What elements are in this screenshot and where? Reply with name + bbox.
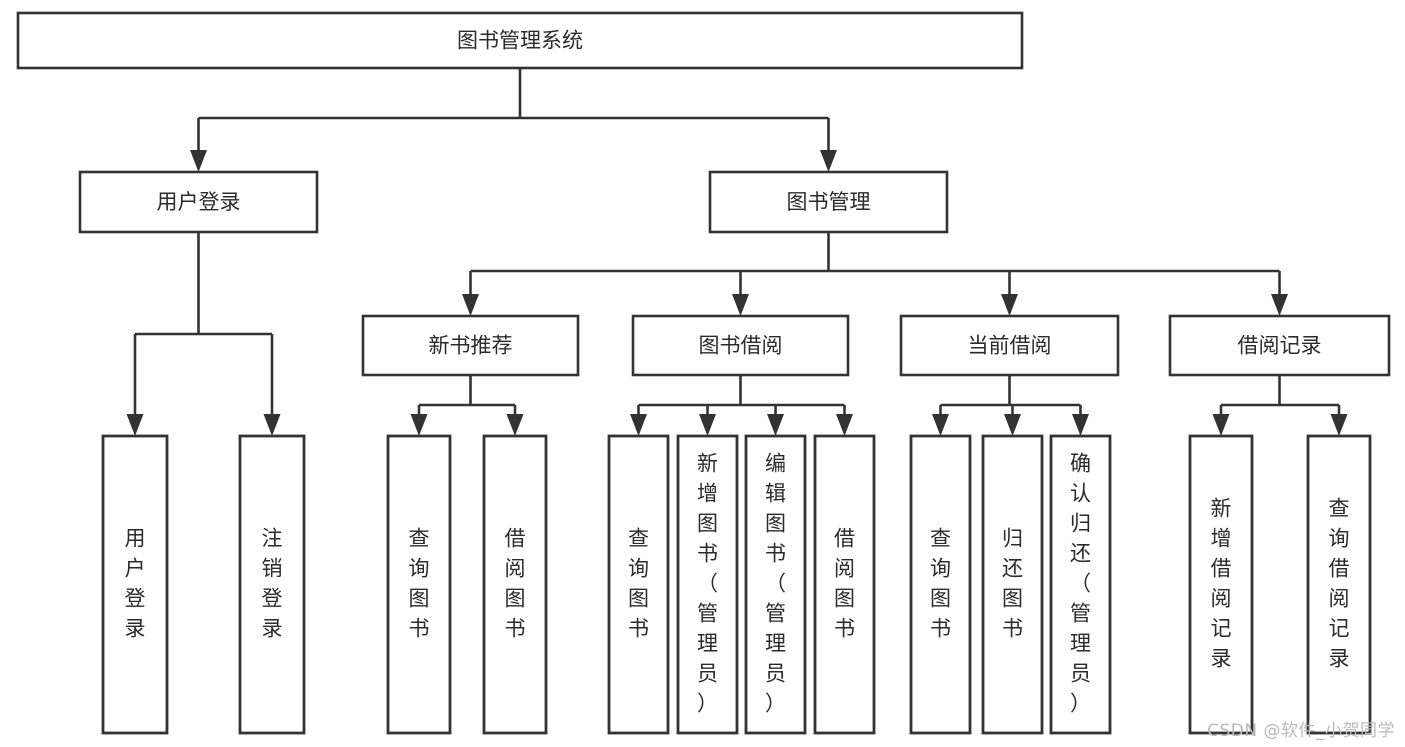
node-label-leaf-confirm-return: 确认归还（管理员）: [1070, 452, 1091, 716]
node-box-leaf-add-book: [676, 434, 739, 735]
node-label-leaf-query-book-2: 查询图书: [628, 527, 649, 641]
node-box-leaf-query-book-1: [386, 434, 452, 735]
node-box-leaf-edit-book: [744, 434, 807, 735]
node-box-book-manage: [708, 170, 949, 234]
node-label-leaf-logout: 注销登录: [262, 527, 283, 641]
node-book-manage[interactable]: 图书管理: [708, 170, 949, 234]
node-box-leaf-query-book-3: [909, 434, 972, 735]
node-leaf-confirm-return[interactable]: 确认归还（管理员）: [1049, 434, 1112, 735]
node-borrow-record[interactable]: 借阅记录: [1168, 314, 1391, 377]
node-label-leaf-add-record: 新增借阅记录: [1211, 497, 1232, 671]
node-box-leaf-borrow-book-2: [813, 434, 876, 735]
node-label-leaf-borrow-book-2: 借阅图书: [834, 527, 855, 641]
node-new-book-rec[interactable]: 新书推荐: [361, 314, 580, 377]
node-box-leaf-confirm-return: [1049, 434, 1112, 735]
node-label-leaf-add-book: 新增图书（管理员）: [697, 452, 718, 716]
node-label-leaf-edit-book: 编辑图书（管理员）: [765, 452, 786, 716]
node-label-leaf-query-book-3: 查询图书: [930, 527, 951, 641]
nodes-layer: 图书管理系统用户登录图书管理新书推荐图书借阅当前借阅借阅记录用户登录注销登录查询…: [16, 11, 1391, 735]
node-label-current-borrow: 当前借阅: [968, 334, 1052, 358]
watermark-text: CSDN @软件_小贺同学: [1207, 721, 1395, 741]
node-leaf-query-book-1[interactable]: 查询图书: [386, 434, 452, 735]
node-label-leaf-borrow-book-1: 借阅图书: [505, 527, 526, 641]
node-current-borrow[interactable]: 当前借阅: [899, 314, 1120, 377]
node-box-book-borrow: [631, 314, 850, 377]
node-label-borrow-record: 借阅记录: [1238, 334, 1322, 358]
node-box-leaf-query-record: [1306, 434, 1372, 735]
node-leaf-return-book[interactable]: 归还图书: [981, 434, 1044, 735]
node-box-user-login: [78, 170, 319, 234]
node-leaf-logout[interactable]: 注销登录: [238, 434, 306, 735]
node-label-leaf-user-login: 用户登录: [125, 527, 146, 641]
node-label-leaf-query-record: 查询借阅记录: [1329, 497, 1350, 671]
node-user-login[interactable]: 用户登录: [78, 170, 319, 234]
node-box-leaf-query-book-2: [607, 434, 670, 735]
node-box-leaf-user-login: [101, 434, 169, 735]
node-label-user-login: 用户登录: [157, 190, 241, 214]
node-label-new-book-rec: 新书推荐: [429, 334, 513, 358]
node-leaf-query-record[interactable]: 查询借阅记录: [1306, 434, 1372, 735]
node-leaf-query-book-3[interactable]: 查询图书: [909, 434, 972, 735]
node-label-book-manage: 图书管理: [787, 190, 871, 214]
node-box-root: [16, 11, 1024, 70]
node-label-leaf-query-book-1: 查询图书: [409, 527, 430, 641]
node-box-leaf-borrow-book-1: [482, 434, 548, 735]
node-box-current-borrow: [899, 314, 1120, 377]
node-root[interactable]: 图书管理系统: [16, 11, 1024, 70]
node-label-leaf-return-book: 归还图书: [1002, 527, 1023, 641]
node-box-leaf-return-book: [981, 434, 1044, 735]
node-leaf-add-record[interactable]: 新增借阅记录: [1188, 434, 1254, 735]
node-leaf-add-book[interactable]: 新增图书（管理员）: [676, 434, 739, 735]
node-book-borrow[interactable]: 图书借阅: [631, 314, 850, 377]
node-leaf-query-book-2[interactable]: 查询图书: [607, 434, 670, 735]
node-box-leaf-add-record: [1188, 434, 1254, 735]
node-leaf-edit-book[interactable]: 编辑图书（管理员）: [744, 434, 807, 735]
node-label-book-borrow: 图书借阅: [699, 334, 783, 358]
node-leaf-user-login[interactable]: 用户登录: [101, 434, 169, 735]
node-leaf-borrow-book-2[interactable]: 借阅图书: [813, 434, 876, 735]
node-box-borrow-record: [1168, 314, 1391, 377]
node-label-root: 图书管理系统: [457, 29, 583, 53]
node-box-new-book-rec: [361, 314, 580, 377]
node-box-leaf-logout: [238, 434, 306, 735]
edges-layer: [126, 68, 1348, 436]
node-leaf-borrow-book-1[interactable]: 借阅图书: [482, 434, 548, 735]
